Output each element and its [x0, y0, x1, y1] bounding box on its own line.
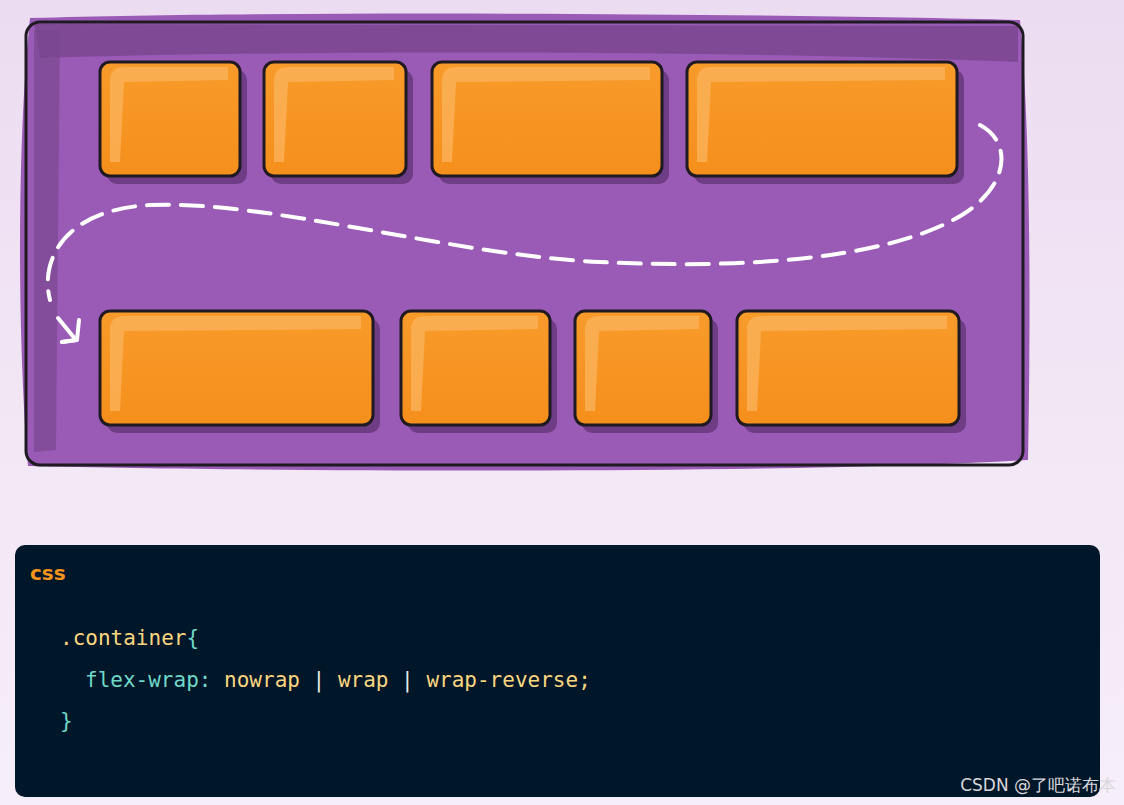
code-token: .container: [60, 626, 186, 650]
wrap-arrow: [48, 125, 1002, 300]
flex-item: [575, 311, 711, 425]
code-token: flex-wrap:: [85, 668, 211, 692]
code-token: {: [186, 626, 199, 650]
flex-item: [264, 62, 406, 176]
language-label: css: [30, 561, 66, 585]
code-line: }: [60, 708, 73, 734]
watermark: CSDN @了吧诺布本: [960, 774, 1116, 797]
item-highlight: [411, 316, 538, 411]
item-highlight: [442, 67, 650, 162]
item-highlight: [585, 316, 699, 411]
flex-items: [100, 62, 966, 433]
container-outline: [26, 22, 1023, 465]
flex-item: [100, 62, 240, 176]
code-token: wrap: [325, 668, 401, 692]
code-token: |: [401, 668, 414, 692]
flex-item: [737, 311, 959, 425]
code-token: nowrap: [211, 668, 312, 692]
item-highlight: [697, 67, 945, 162]
code-block: css .container{ flex-wrap: nowrap | wrap |…: [15, 545, 1100, 797]
container-fill: [20, 14, 1030, 471]
code-token: wrap-reverse;: [414, 668, 591, 692]
flex-item: [401, 311, 550, 425]
code-line: .container{: [60, 625, 199, 651]
flex-item: [432, 62, 662, 176]
item-highlight: [747, 316, 947, 411]
container-shade: [34, 24, 1018, 62]
wrap-arrowhead: [62, 320, 79, 342]
code-token: |: [313, 668, 326, 692]
item-highlight: [274, 67, 394, 162]
flex-item: [687, 62, 957, 176]
code-panel: [15, 545, 1100, 797]
flex-item: [100, 311, 373, 425]
item-highlight: [110, 316, 361, 411]
code-token: }: [60, 709, 73, 733]
wrap-arrowhead: [58, 318, 76, 342]
container-shade: [34, 30, 60, 452]
item-highlight: [110, 67, 228, 162]
code-line: flex-wrap: nowrap | wrap | wrap-reverse;: [85, 667, 591, 693]
